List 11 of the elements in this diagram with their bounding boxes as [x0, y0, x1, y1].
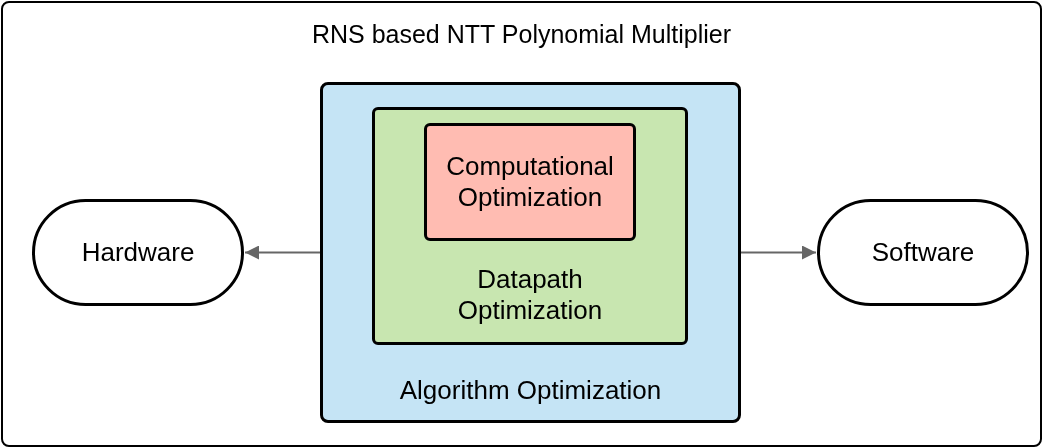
arrow [740, 245, 817, 260]
node-label: Hardware [81, 236, 195, 269]
node-label: RNS based NTT Polynomial Multiplier [311, 19, 732, 49]
node-label: Algorithm Optimization [399, 374, 662, 406]
node-label: Software [871, 236, 975, 269]
arrow [244, 245, 321, 260]
node-label: Computational Optimization [445, 150, 615, 214]
layer-box [320, 82, 741, 423]
layer-box [424, 123, 636, 241]
node-label: Datapath Optimization [456, 263, 604, 326]
layer-box [372, 107, 688, 345]
